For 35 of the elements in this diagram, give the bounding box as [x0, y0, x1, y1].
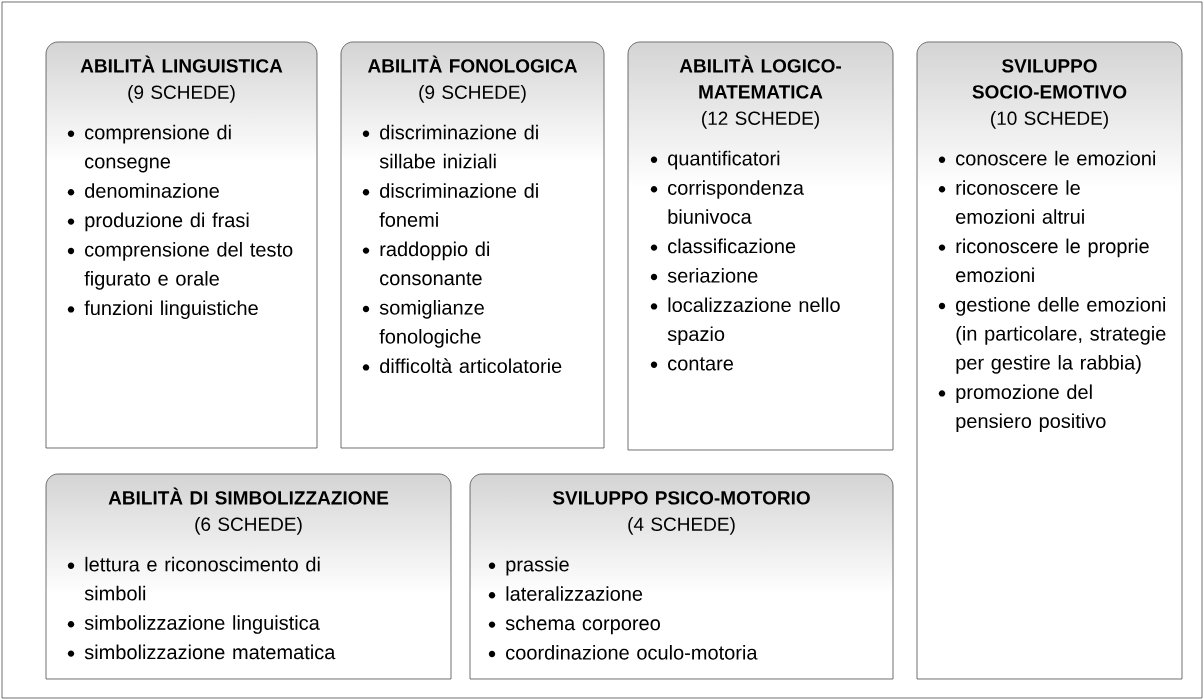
list-item: simbolizzazione matematica [84, 644, 336, 660]
heading: SVILUPPO PSICO-MOTORIO [552, 491, 810, 505]
card-count: (10 SCHEDE) [991, 111, 1108, 129]
category-box [45, 473, 452, 680]
list-item: lateralizzazione [506, 586, 643, 601]
category-box [45, 41, 318, 449]
card-count: (9 SCHEDE) [128, 85, 235, 103]
list-item: conoscere le emozioni [956, 150, 1155, 166]
list-item: promozione del pensiero positivo [956, 384, 1106, 433]
list-item: quantificatori [668, 150, 780, 170]
list-item: prassie [506, 556, 569, 576]
category-box [627, 41, 894, 451]
category-box [340, 41, 605, 449]
heading: ABILITÀ FONOLOGICA [367, 55, 578, 73]
list-item: denominazione [85, 183, 219, 198]
list-item: seriazione [667, 268, 758, 283]
card-count: (12 SCHEDE) [702, 111, 819, 129]
card-count: (9 SCHEDE) [419, 85, 526, 103]
heading: ABILITÀ LINGUISTICA [80, 55, 283, 73]
card-count: (4 SCHEDE) [628, 517, 735, 535]
heading: SVILUPPO SOCIO-EMOTIVO [972, 59, 1127, 99]
list-item: simbolizzazione linguistica [84, 615, 320, 634]
heading: ABILITÀ DI SIMBOLIZZAZIONE [108, 487, 389, 505]
list-item: produzione di frasi [85, 212, 249, 232]
category-box [469, 473, 894, 680]
list-item: coordinazione oculo-motoria [506, 645, 758, 660]
list-item: funzioni linguistiche [84, 300, 258, 320]
card-count: (6 SCHEDE) [195, 517, 302, 535]
list-item: gestione delle emozioni (in particolare, strategie per gestire la rabbia) [956, 297, 1166, 374]
list-item: schema corporeo [505, 615, 660, 635]
category-box [916, 41, 1183, 680]
list-item: difficoltà articolatorie [380, 358, 562, 374]
heading: ABILITÀ LOGICO-MATEMATICA [679, 55, 841, 99]
list-item: contare [668, 357, 733, 371]
list-item: classificazione [668, 238, 796, 254]
